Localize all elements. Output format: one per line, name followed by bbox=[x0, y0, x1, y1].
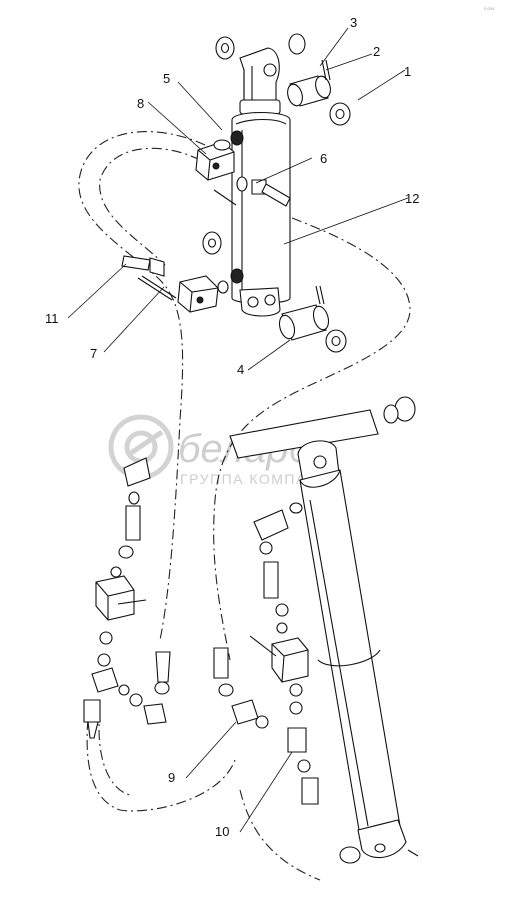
hose-outline-left bbox=[78, 131, 236, 812]
callout-leaders bbox=[67, 27, 409, 833]
valve-block-top bbox=[195, 139, 291, 207]
callout-3: 3 bbox=[350, 15, 357, 30]
valve-block-bottom bbox=[121, 255, 229, 313]
callout-7: 7 bbox=[90, 346, 97, 361]
callout-11: 11 bbox=[45, 311, 59, 326]
hydraulic-line-left bbox=[83, 457, 171, 739]
callout-12: 12 bbox=[405, 191, 419, 206]
callout-10: 10 bbox=[215, 824, 229, 839]
callout-labels: 1 2 3 4 5 6 7 8 9 10 11 12 bbox=[45, 15, 419, 839]
callout-6: 6 bbox=[320, 151, 327, 166]
hydraulic-line-right bbox=[213, 502, 319, 805]
callout-5: 5 bbox=[163, 71, 170, 86]
hose-outline-right bbox=[213, 217, 411, 881]
callout-1: 1 bbox=[404, 64, 411, 79]
lower-cylinder bbox=[229, 396, 419, 864]
callout-9: 9 bbox=[168, 770, 175, 785]
upper-cylinder bbox=[215, 33, 306, 317]
lower-pin-assembly bbox=[202, 231, 347, 353]
callout-4: 4 bbox=[237, 362, 244, 377]
callout-2: 2 bbox=[373, 44, 380, 59]
corner-note: 0.000 bbox=[484, 6, 495, 11]
upper-pin-assembly bbox=[287, 59, 351, 126]
callout-8: 8 bbox=[137, 96, 144, 111]
